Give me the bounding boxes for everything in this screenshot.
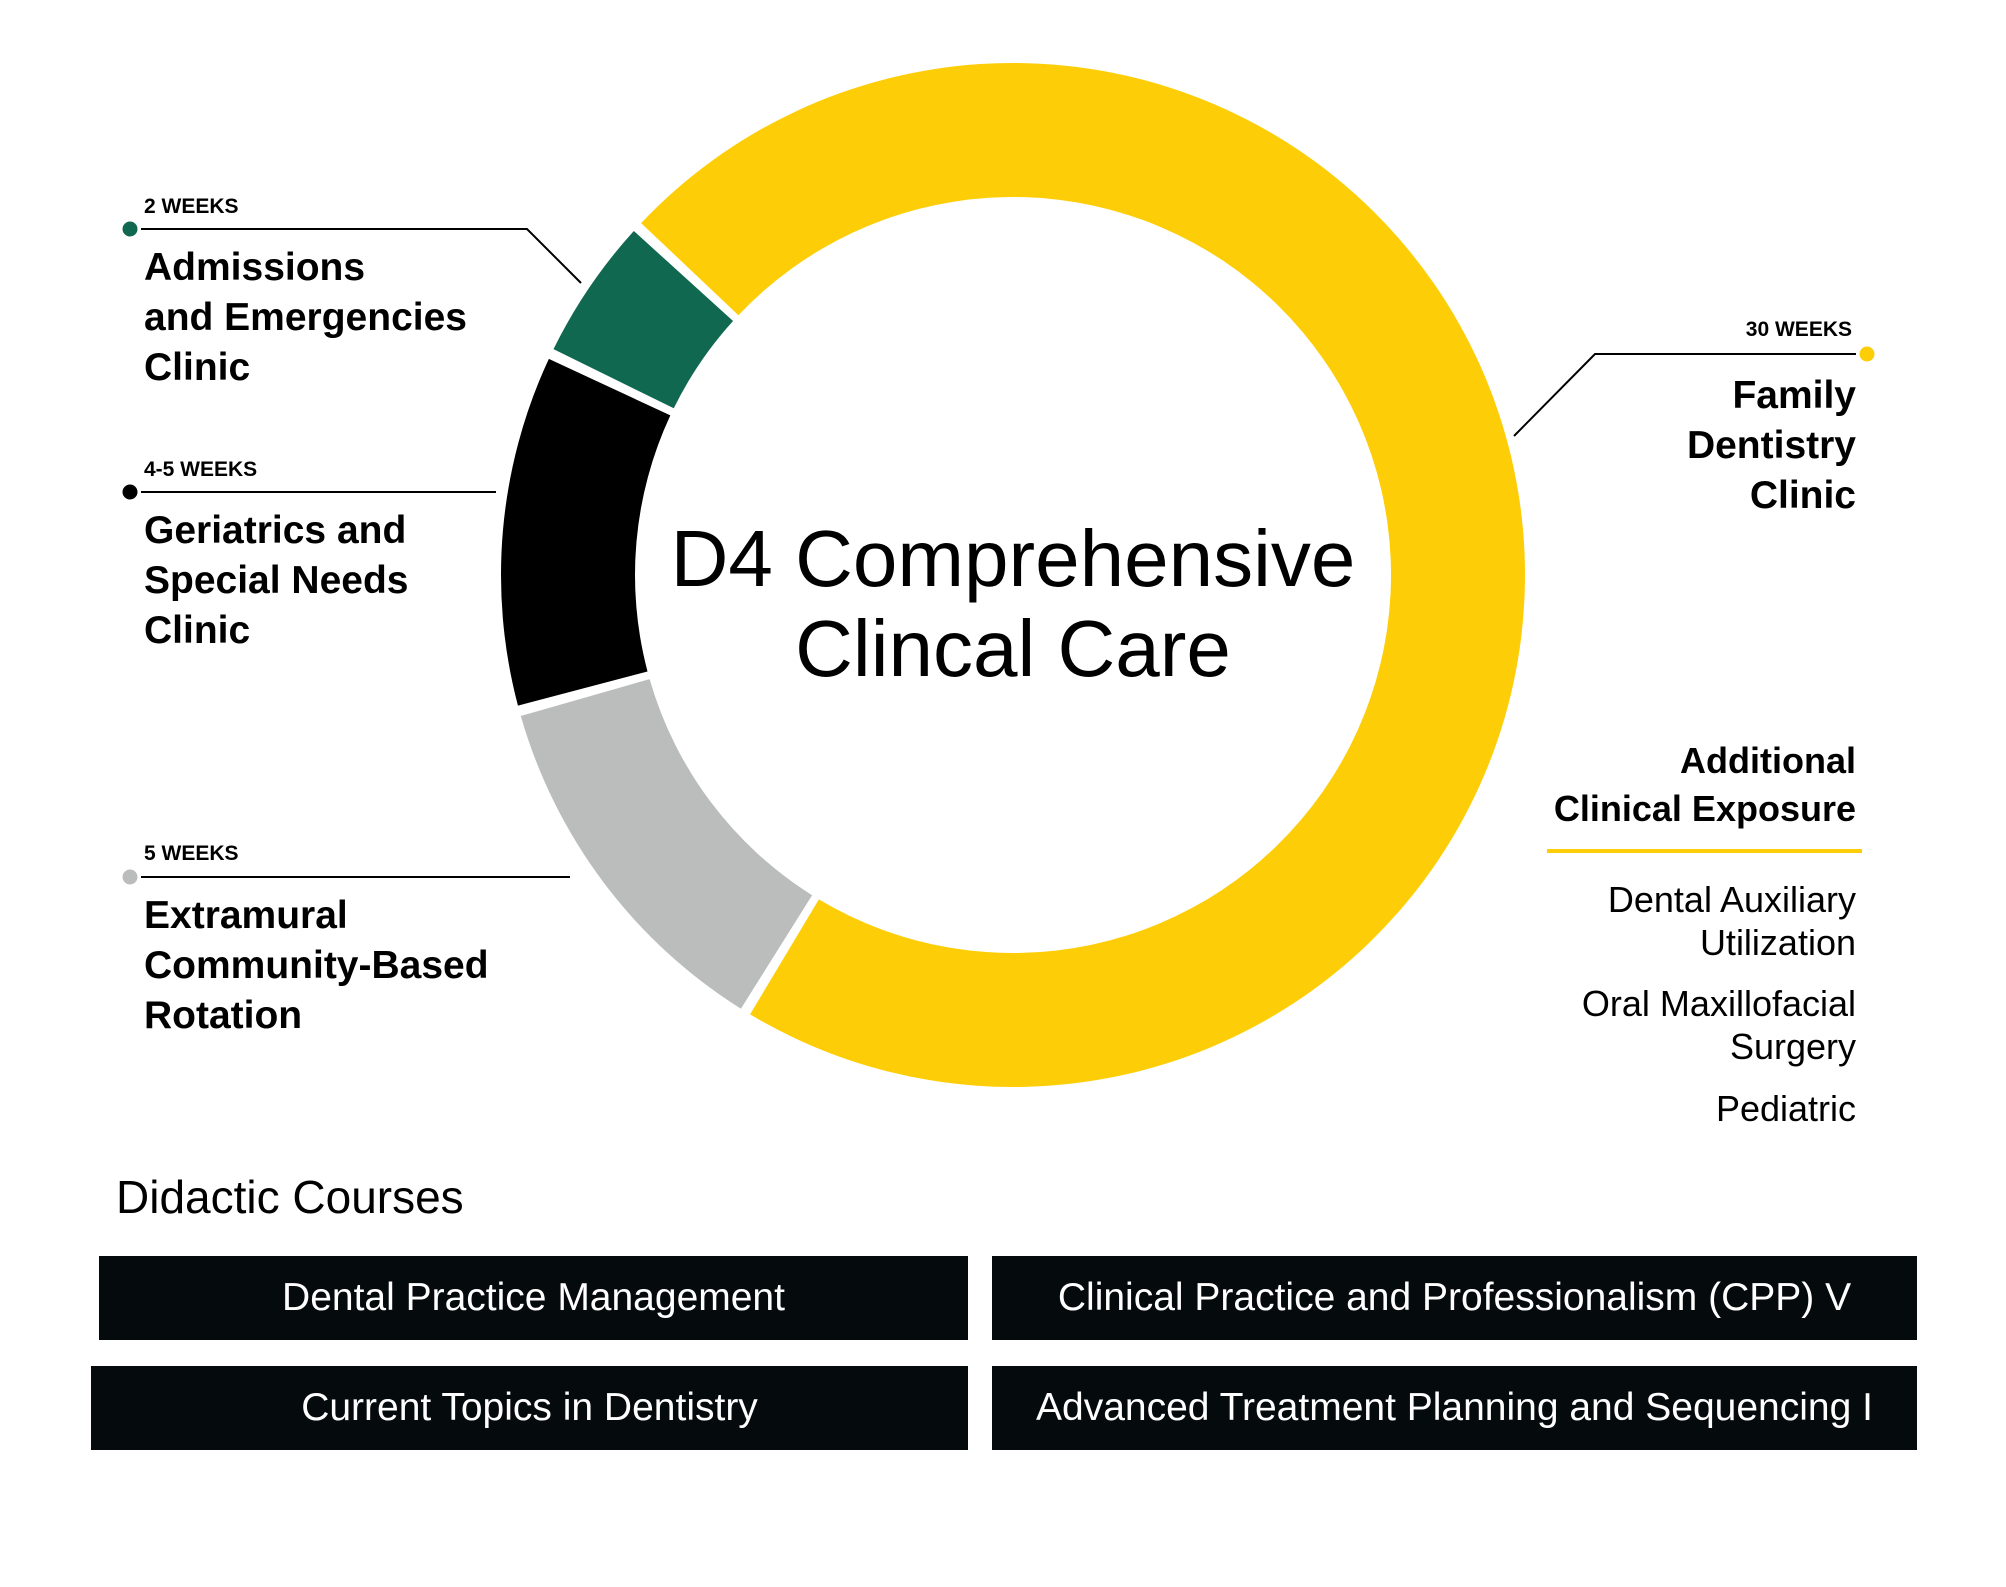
item-line: Dental Auxiliary [1607,879,1856,920]
donut-segment-geriatrics [500,358,671,706]
item-line: Utilization [1699,922,1856,963]
weeks-label-extramural: 5 WEEKS [144,842,239,865]
label-line: Clinic [1749,474,1856,517]
marker-dot-geriatrics [122,484,138,500]
weeks-label-family: 30 WEEKS [1745,318,1852,341]
marker-dot-admissions [122,221,138,237]
additional-item-oral-surgery: Oral Maxillofacial Surgery [1582,982,1856,1068]
label-line: Geriatrics and [144,509,407,552]
weeks-label-admissions: 2 WEEKS [144,195,239,218]
label-line: Clinic [144,609,251,652]
course-box-dental-practice-management: Dental Practice Management [99,1256,968,1340]
label-line: Clinic [144,346,251,389]
marker-dot-family [1859,346,1875,362]
leader-line-admissions [141,228,582,284]
item-line: Pediatric [1715,1088,1856,1129]
donut-segment-admissions [553,230,734,409]
label-line: Rotation [144,994,303,1037]
additional-exposure-title: Additional Clinical Exposure [1554,737,1856,833]
course-box-cpp-v: Clinical Practice and Professionalism (C… [992,1256,1917,1340]
course-box-current-topics: Current Topics in Dentistry [91,1366,968,1450]
label-line: Admissions [144,246,366,289]
donut-segment-extramural [520,679,813,1009]
segment-label-geriatrics: Geriatrics and Special Needs Clinic [144,506,408,656]
label-line: Family [1732,374,1856,417]
label-line: and Emergencies [144,296,467,339]
donut-segment-family [641,62,1525,1087]
chart-title: D4 Comprehensive Clincal Care [613,514,1413,694]
label-line: Dentistry [1686,424,1856,467]
segment-label-admissions: Admissions and Emergencies Clinic [144,243,467,393]
leader-line-family [1513,353,1856,437]
chart-title-line: D4 Comprehensive [670,514,1356,603]
segment-label-extramural: Extramural Community-Based Rotation [144,891,489,1041]
title-line: Additional [1680,740,1856,781]
course-box-advanced-treatment-planning: Advanced Treatment Planning and Sequenci… [992,1366,1917,1450]
chart-title-line: Clincal Care [795,604,1231,693]
item-line: Oral Maxillofacial [1581,983,1856,1024]
segment-label-family: Family Dentistry Clinic [1687,371,1856,521]
weeks-label-geriatrics: 4-5 WEEKS [144,458,258,481]
label-line: Community-Based [144,944,489,987]
item-line: Surgery [1729,1026,1856,1067]
label-line: Extramural [144,894,348,937]
label-line: Special Needs [144,559,409,602]
title-line: Clinical Exposure [1553,788,1856,829]
additional-item-pediatric: Pediatric [1716,1087,1856,1130]
additional-item-dental-auxiliary: Dental Auxiliary Utilization [1608,878,1856,964]
marker-dot-extramural [122,869,138,885]
didactic-courses-heading: Didactic Courses [116,1171,464,1223]
